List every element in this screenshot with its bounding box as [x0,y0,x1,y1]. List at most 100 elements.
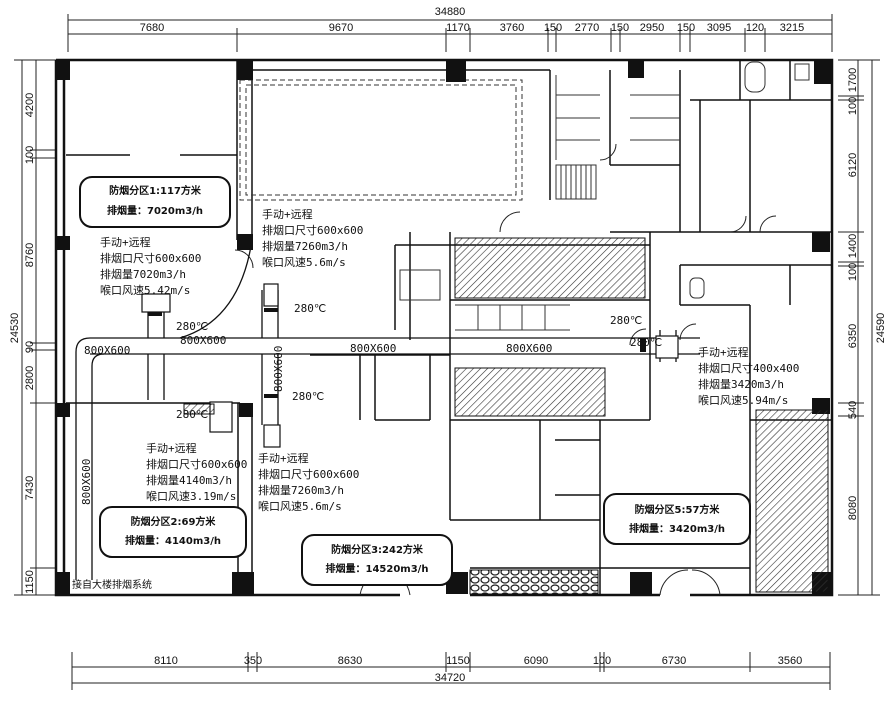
right-dim-5: 100 [847,263,859,281]
annotation-1: 手动+远程 排烟口尺寸600x600 排烟量7020m3/h 喉口风速5.42m… [100,235,201,297]
dashed-room-outline [245,84,517,196]
pebble-area [469,569,599,595]
bottom-dim-8: 3560 [778,655,802,667]
temp-label-4: 280℃ [176,408,208,421]
left-dim-5: 2800 [24,366,36,390]
top-dim-2: 9670 [329,22,353,34]
dashed-room-outline-outer [239,79,523,201]
duct-size-vertical-left: 800X600 [80,459,93,505]
zone-3-name: 防烟分区3:242方米 [331,543,424,556]
annotation-1-line-3: 排烟量7020m3/h [100,267,186,281]
annotation-3-line-1: 手动+远程 [146,441,197,455]
hatched-area-top [454,237,646,299]
interior-walls [66,60,832,595]
annotation-4-line-4: 喉口风速5.6m/s [258,500,342,513]
annotation-4: 手动+远程 排烟口尺寸600x600 排烟量7260m3/h 喉口风速5.6m/… [258,451,359,513]
annotation-3-line-4: 喉口风速3.19m/s [146,490,236,503]
connection-label: 接自大楼排烟系统 [72,578,152,591]
annotation-4-line-1: 手动+远程 [258,451,309,465]
top-dim-4: 3760 [500,22,524,34]
temp-label-1: 280℃ [176,320,208,333]
annotation-5-line-1: 手动+远程 [698,345,749,359]
top-dim-11: 120 [746,22,764,34]
annotation-3-line-2: 排烟口尺寸600x600 [146,457,247,471]
top-total-dimension: 34880 [435,6,466,18]
annotation-5-line-2: 排烟口尺寸400x400 [698,361,799,375]
temp-label-3: 280℃ [292,390,324,403]
annotation-1-line-2: 排烟口尺寸600x600 [100,251,201,265]
left-dim-3: 8760 [24,243,36,267]
annotation-2: 手动+远程 排烟口尺寸600x600 排烟量7260m3/h 喉口风速5.6m/… [262,207,363,269]
smoke-ducts [75,239,700,580]
top-dim-10: 3095 [707,22,731,34]
top-dim-1: 7680 [140,22,164,34]
annotation-3: 手动+远程 排烟口尺寸600x600 排烟量4140m3/h 喉口风速3.19m… [146,441,247,503]
annotation-5: 手动+远程 排烟口尺寸400x400 排烟量3420m3/h 喉口风速5.94m… [698,345,799,407]
annotation-4-line-2: 排烟口尺寸600x600 [258,467,359,481]
right-dim-4: 1400 [847,234,859,258]
top-dimension-lines [67,14,833,52]
left-dim-2: 100 [24,146,36,164]
annotation-2-line-1: 手动+远程 [262,207,313,221]
right-dim-8: 8080 [847,496,859,520]
annotation-2-line-2: 排烟口尺寸600x600 [262,223,363,237]
zone-1-name: 防烟分区1:117方米 [109,184,202,197]
bottom-total-dimension: 34720 [435,672,466,684]
annotation-2-line-3: 排烟量7260m3/h [262,239,348,253]
left-dim-1: 4200 [24,93,36,117]
duct-size-vertical-center: 800X600 [272,346,285,392]
zone-2-rate: 排烟量：4140m3/h [125,534,221,547]
bottom-dim-1: 8110 [154,655,178,667]
bottom-dim-7: 6730 [662,655,686,667]
annotation-1-line-4: 喉口风速5.42m/s [100,284,190,297]
temp-label-2: 280℃ [294,302,326,315]
zone-box-3: 防烟分区3:242方米 排烟量：14520m3/h [301,534,453,586]
temp-label-6: 280℃ [630,336,662,349]
duct-size-2: 800X600 [180,334,226,347]
annotation-5-line-3: 排烟量3420m3/h [698,377,784,391]
top-dim-12: 3215 [780,22,804,34]
toilet-stalls [399,61,810,331]
right-dim-6: 6350 [847,324,859,348]
smoke-dampers [148,308,646,415]
left-total-dimension: 24530 [9,313,21,344]
right-dim-1: 1700 [847,68,859,92]
top-dim-5: 150 [544,22,562,34]
right-dimension-lines [838,59,880,596]
zone-3-rate: 排烟量：14520m3/h [326,562,429,575]
left-dim-6: 7430 [24,476,36,500]
hatched-area-right [755,409,829,593]
top-dim-6: 2770 [575,22,599,34]
zone-box-2: 防烟分区2:69方米 排烟量：4140m3/h [99,506,247,558]
bottom-dim-3: 8630 [338,655,362,667]
left-dimension-lines [14,59,56,596]
bottom-dim-4: 1150 [446,655,470,667]
duct-size-1: 800X600 [84,344,130,357]
bottom-dimension-lines [71,652,831,690]
temp-label-5: 280℃ [610,314,642,327]
annotation-5-line-4: 喉口风速5.94m/s [698,394,788,407]
zone-2-name: 防烟分区2:69方米 [131,515,217,528]
annotation-4-line-3: 排烟量7260m3/h [258,483,344,497]
left-dim-4: 90 [24,341,36,353]
top-dim-3: 1170 [446,22,470,34]
duct-size-3: 800X600 [350,342,396,355]
right-dim-3: 6120 [847,153,859,177]
hatched-area-middle [454,367,606,417]
bottom-dim-6: 100 [593,655,611,667]
annotation-3-line-3: 排烟量4140m3/h [146,473,232,487]
duct-size-4: 800X600 [506,342,552,355]
zone-5-rate: 排烟量：3420m3/h [629,522,725,535]
annotation-1-line-1: 手动+远程 [100,235,151,249]
top-dim-8: 2950 [640,22,664,34]
zone-5-name: 防烟分区5:57方米 [635,503,721,516]
left-dim-7: 1150 [24,570,36,594]
stair [555,164,597,200]
right-total-dimension: 24590 [875,313,887,344]
top-dim-9: 150 [677,22,695,34]
zone-1-rate: 排烟量：7020m3/h [107,204,203,217]
right-dim-7: 540 [847,401,859,419]
right-dim-2: 100 [847,97,859,115]
top-dim-7: 150 [611,22,629,34]
